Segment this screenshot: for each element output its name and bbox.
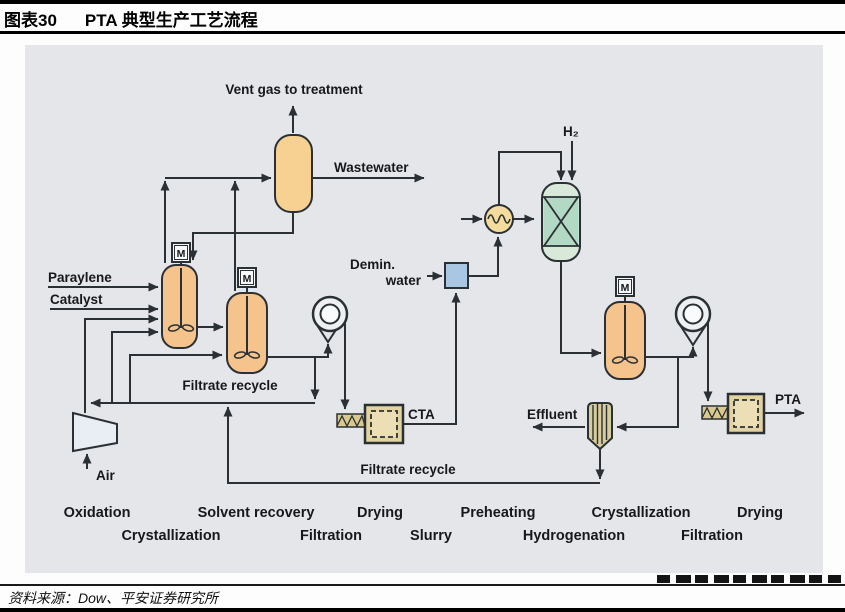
effluent-filter [587,402,613,451]
crystallizer-1: M [226,267,268,374]
oxidation-reactor: M [161,242,198,349]
stage-label-row1-3: Preheating [461,505,536,521]
dryer-2 [701,392,766,435]
clipped-text-fragment [657,575,841,583]
cta-label: CTA [408,407,435,422]
compressed-air-line [84,314,159,413]
source-note: 资料来源：Dow、平安证券研究所 [8,590,219,606]
stage-label-row1-5: Drying [737,505,783,521]
motor-box-1 [171,242,191,263]
heat-exchanger [484,204,514,234]
stage-label-row1-0: Oxidation [64,505,131,521]
catalyst-label: Catalyst [50,292,103,307]
stage-label-row1-4: Crystallization [591,505,690,521]
column-bottoms-line [188,212,294,261]
stage-label-row1-2: Drying [357,505,403,521]
h2-label: H₂ [563,124,579,139]
bottom-rule [0,608,845,612]
paraylene-label: Paraylene [48,270,112,285]
footer-rule [0,584,845,586]
screw-conveyor-1 [336,413,366,428]
crystallizer-2: M [604,276,646,380]
rotary-filter-1 [311,295,349,344]
stage-label-row2-4: Filtration [681,528,743,544]
effluent-label: Effluent [527,407,578,422]
figure-title-text: PTA 典型生产工艺流程 [84,11,258,30]
figure-number: 图表30 [4,11,57,30]
mother-liquor-line [616,357,679,432]
cta-line [403,292,461,425]
hydro-out-line [560,261,602,358]
demin-label-1: Demin. [350,257,395,272]
stage-label-row2-1: Filtration [300,528,362,544]
motor-label-3: M [621,282,630,294]
slurry-mixer [444,262,469,289]
motor-label-1: M [177,248,186,260]
demin-label-2: water [385,273,422,288]
figure-title: 图表30 PTA 典型生产工艺流程 [4,6,844,30]
process-lines [48,105,805,484]
hx-to-reactor-line [498,151,566,205]
recycle-to-crystallizer [129,350,223,403]
crystallizer2-out-line [645,346,698,358]
dryer-1 [336,403,405,445]
crystallizer1-out-line [267,343,333,358]
air-label: Air [96,468,116,483]
stage-label-row2-0: Crystallization [121,528,220,544]
wastewater-label: Wastewater [334,160,409,175]
air-compressor [72,411,118,453]
slurry-to-hx-line [468,236,503,277]
motor-box-2 [237,267,257,288]
stage-labels: Oxidation Solvent recovery Drying Preheatin… [64,505,783,544]
vent-gas-label: Vent gas to treatment [225,82,363,97]
motor-label-2: M [243,273,252,285]
solvent-recovery-column [274,134,313,213]
top-rule [0,0,845,4]
filtrate-recycle-label-1: Filtrate recycle [182,378,278,393]
pta-label: PTA [775,392,801,407]
filtrate-recycle-bottom-line [223,406,600,484]
stage-label-row1-1: Solvent recovery [198,505,315,521]
motor-box-3 [615,276,635,297]
filtrate-recycle-label-2: Filtrate recycle [360,462,456,477]
process-flow-diagram: M M [25,45,823,573]
rotary-filter-2 [674,295,712,347]
title-underline [0,31,845,34]
hydrogenation-reactor [541,182,581,262]
stage-label-row2-3: Hydrogenation [523,528,625,544]
stage-label-row2-2: Slurry [410,528,452,544]
recycle-to-reactor [111,327,159,403]
